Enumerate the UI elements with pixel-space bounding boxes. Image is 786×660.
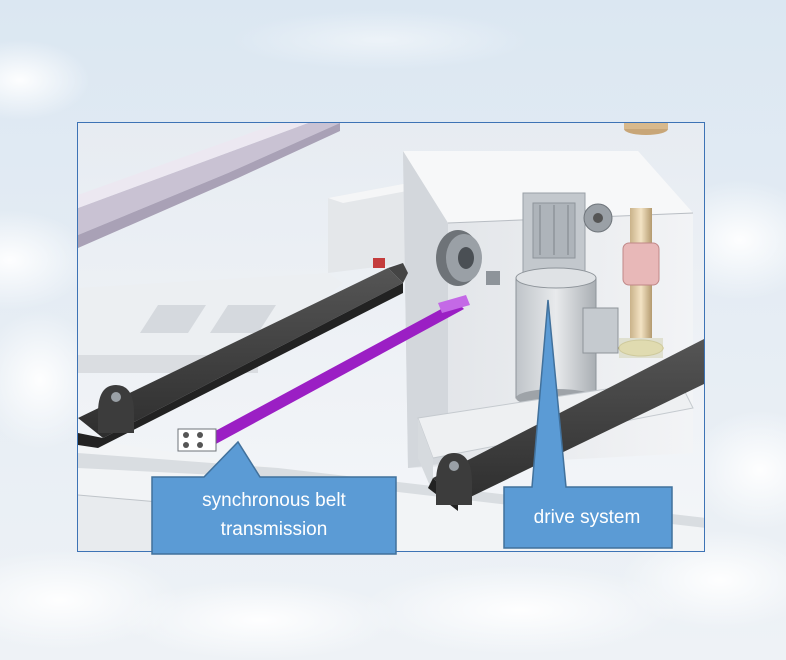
gearbox-icon: [522, 192, 613, 274]
pulley-icon: [436, 230, 500, 286]
callout-synchronous-belt-label: synchronous belt transmission: [152, 486, 396, 544]
callout-drive-system-label: drive system: [504, 503, 670, 532]
callout-belt-line2: transmission: [220, 519, 328, 540]
callout-belt-line1: synchronous belt: [202, 490, 346, 511]
callout-drive-text: drive system: [533, 507, 641, 528]
